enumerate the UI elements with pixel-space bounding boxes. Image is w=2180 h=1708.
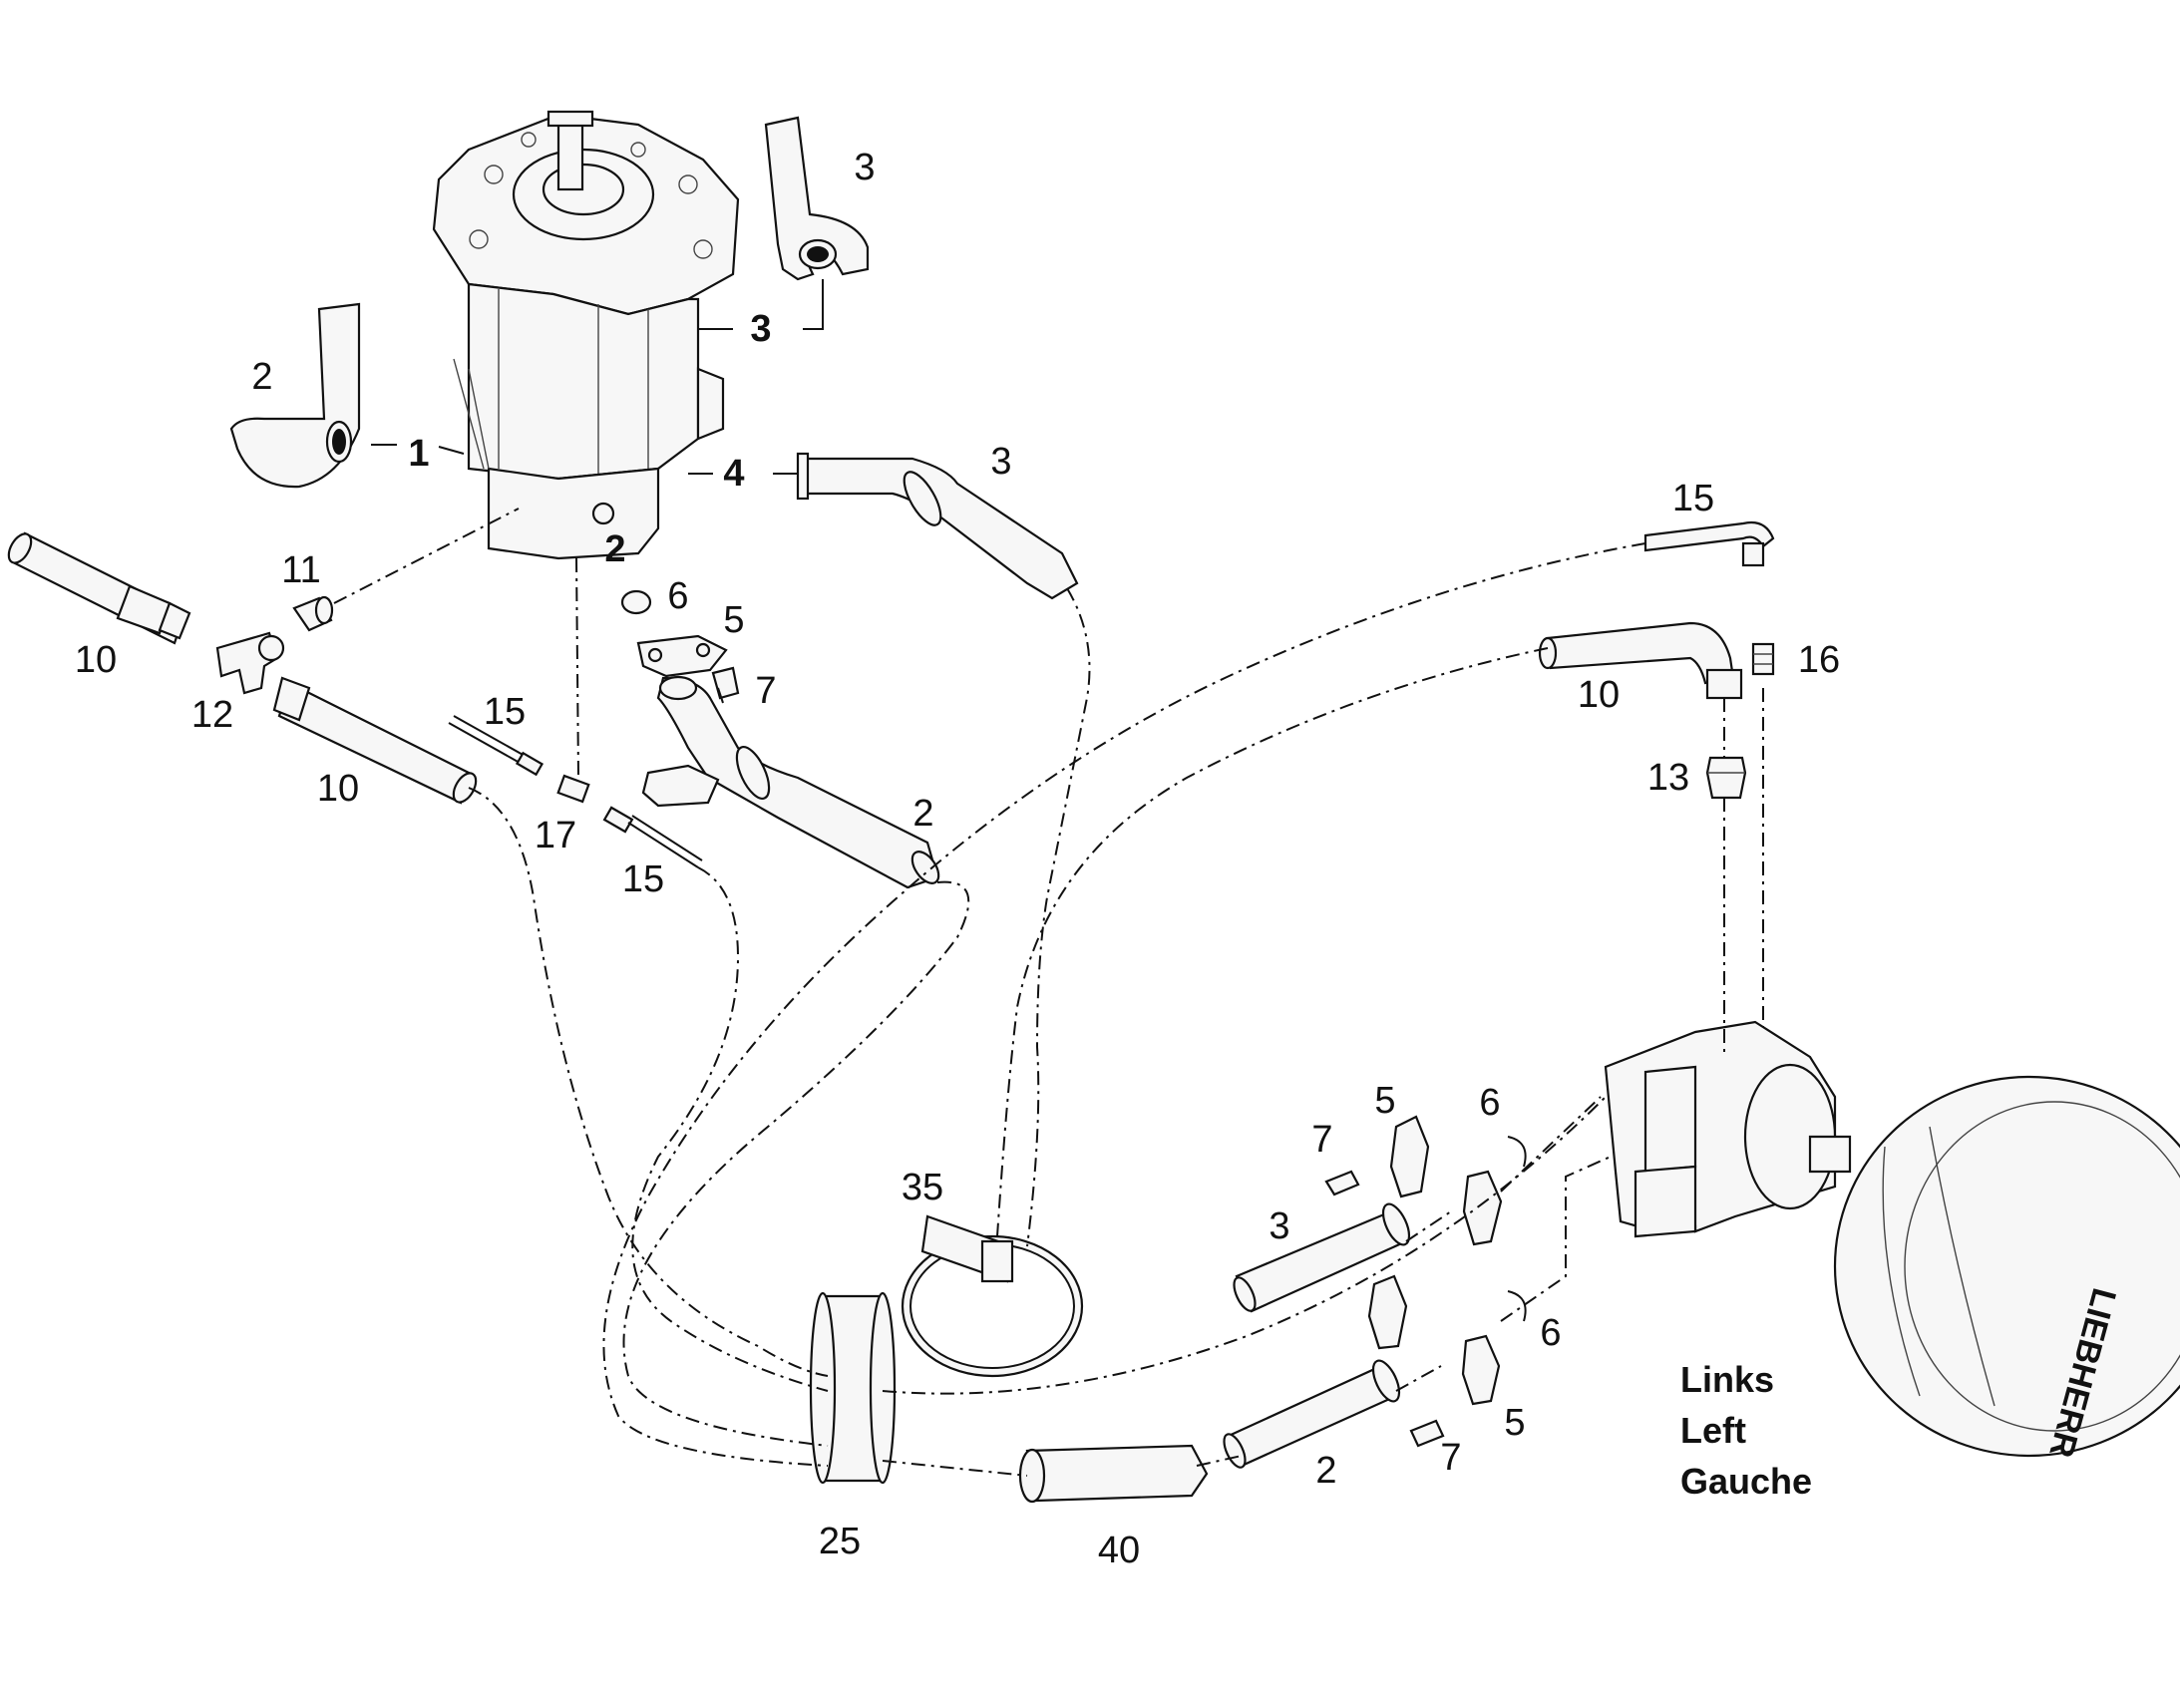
callout-3: 3 [990, 441, 1012, 483]
fitting-17 [556, 774, 590, 804]
hose-40 [1018, 1444, 1209, 1504]
callout-7: 7 [755, 670, 777, 712]
legend-french: Gauche [1680, 1461, 1813, 1502]
callout-15: 15 [483, 691, 527, 733]
pipe-3-middle [796, 452, 1079, 600]
callout-10: 10 [1577, 674, 1621, 716]
flange-half-5-top [636, 634, 728, 678]
bolt-7-top [711, 666, 740, 704]
side-legend: Links Left Gauche [1680, 1354, 1812, 1507]
fitting-11 [292, 595, 334, 632]
final-drive-wheel: LIEBHERR [1833, 1075, 2180, 1462]
fitting-13 [1705, 756, 1747, 800]
pipe-2-lower [1223, 1359, 1401, 1469]
hose-10-lower [272, 676, 478, 805]
hydraulic-pump [432, 110, 740, 560]
hose-10-left [7, 531, 191, 645]
callout-2: 2 [251, 356, 273, 398]
hose-2-middle [641, 675, 940, 889]
legend-german: Links [1680, 1359, 1775, 1400]
tee-fitting-12 [215, 631, 285, 695]
travel-motor [1604, 1020, 1852, 1238]
callout-2: 2 [604, 528, 626, 570]
pipe-15-right [1643, 520, 1775, 567]
callout-15: 15 [621, 858, 665, 900]
callout-25: 25 [818, 1521, 862, 1562]
callout-10: 10 [74, 639, 118, 681]
o-rings-6 [1507, 1136, 1527, 1322]
callout-1: 1 [408, 433, 430, 475]
callout-40: 40 [1097, 1530, 1141, 1571]
callout-12: 12 [190, 694, 234, 736]
callout-4: 4 [723, 453, 745, 495]
callout-15: 15 [1671, 478, 1715, 519]
callout-13: 13 [1646, 757, 1690, 799]
callout-16: 16 [1797, 639, 1841, 681]
callout-7: 7 [1311, 1119, 1333, 1161]
callout-35: 35 [901, 1167, 944, 1208]
leader-lines [371, 279, 824, 475]
callout-2: 2 [1315, 1450, 1337, 1492]
pipe-15-lower [602, 806, 703, 868]
callout-17: 17 [534, 815, 577, 856]
callout-5: 5 [723, 599, 745, 641]
callout-2: 2 [912, 793, 934, 835]
callout-5: 5 [1374, 1080, 1396, 1122]
routing-lines [333, 508, 1764, 1477]
protective-sleeve-25 [809, 1291, 897, 1485]
o-ring-6-top [620, 589, 652, 615]
callout-6: 6 [1479, 1082, 1501, 1124]
callout-6: 6 [667, 575, 689, 617]
callout-6: 6 [1540, 1312, 1562, 1354]
callout-3: 3 [1269, 1205, 1290, 1247]
hose-2-top [229, 302, 361, 489]
callout-3: 3 [750, 308, 772, 350]
hose-10-right [1538, 621, 1743, 700]
cable-tie-35 [901, 1214, 1084, 1378]
legend-english: Left [1680, 1410, 1746, 1451]
fitting-16 [1751, 642, 1775, 676]
bolts-7 [1324, 1170, 1445, 1448]
callout-3: 3 [854, 147, 876, 188]
flange-halves-5 [1367, 1115, 1503, 1406]
callout-7: 7 [1440, 1437, 1462, 1479]
pipe-15-left [448, 715, 545, 777]
callout-5: 5 [1504, 1402, 1526, 1444]
callout-10: 10 [316, 768, 360, 810]
callout-11: 11 [281, 549, 321, 591]
hose-3-top [764, 116, 870, 281]
